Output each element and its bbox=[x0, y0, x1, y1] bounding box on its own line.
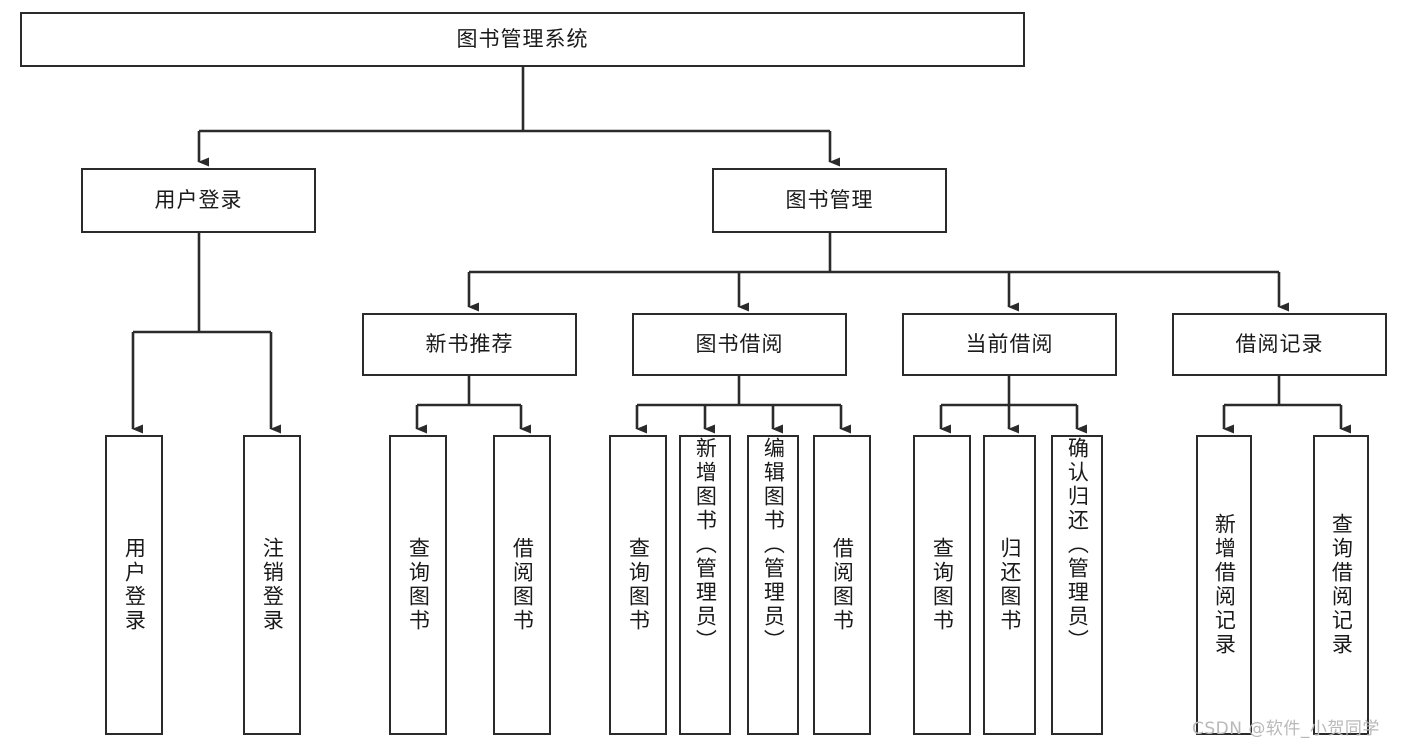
node-label: 图书借阅 bbox=[695, 331, 784, 356]
node-label: 编辑图书（管理员） bbox=[761, 437, 786, 653]
node-new-book-recommend[interactable]: 新书推荐 bbox=[362, 313, 577, 376]
leaf-record-query-record[interactable]: 查询借阅记录 bbox=[1313, 435, 1369, 735]
node-label: 借阅记录 bbox=[1235, 331, 1324, 356]
node-label: 查询图书 bbox=[930, 537, 955, 633]
node-label: 当前借阅 bbox=[965, 331, 1054, 356]
leaf-user-login-logout[interactable]: 注销登录 bbox=[243, 435, 301, 735]
node-user-login[interactable]: 用户登录 bbox=[81, 168, 316, 233]
node-label: 新书推荐 bbox=[425, 331, 514, 356]
leaf-current-confirm-return-admin[interactable]: 确认归还（管理员） bbox=[1051, 435, 1103, 735]
node-label: 查询借阅记录 bbox=[1329, 513, 1354, 657]
node-label: 归还图书 bbox=[997, 537, 1022, 633]
leaf-newbook-query-book[interactable]: 查询图书 bbox=[389, 435, 447, 735]
node-label: 用户登录 bbox=[154, 187, 243, 212]
leaf-current-return-book[interactable]: 归还图书 bbox=[983, 435, 1036, 735]
node-label: 新增图书（管理员） bbox=[693, 437, 718, 653]
leaf-user-login-login[interactable]: 用户登录 bbox=[105, 435, 163, 735]
node-label: 确认归还（管理员） bbox=[1065, 437, 1090, 653]
node-label: 图书管理系统 bbox=[456, 26, 589, 51]
leaf-record-add-record[interactable]: 新增借阅记录 bbox=[1196, 435, 1252, 735]
node-book-borrow[interactable]: 图书借阅 bbox=[632, 313, 847, 376]
node-label: 查询图书 bbox=[626, 537, 651, 633]
leaf-borrow-borrow-book[interactable]: 借阅图书 bbox=[813, 435, 871, 735]
node-label: 借阅图书 bbox=[830, 537, 855, 633]
node-book-management[interactable]: 图书管理 bbox=[712, 168, 947, 233]
node-label: 图书管理 bbox=[785, 187, 874, 212]
leaf-current-query-book[interactable]: 查询图书 bbox=[913, 435, 971, 735]
node-label: 新增借阅记录 bbox=[1212, 513, 1237, 657]
node-borrow-record[interactable]: 借阅记录 bbox=[1172, 313, 1387, 376]
node-book-management-system[interactable]: 图书管理系统 bbox=[20, 12, 1025, 67]
node-label: 用户登录 bbox=[122, 537, 147, 633]
node-label: 查询图书 bbox=[406, 537, 431, 633]
leaf-newbook-borrow-book[interactable]: 借阅图书 bbox=[493, 435, 551, 735]
leaf-borrow-edit-book-admin[interactable]: 编辑图书（管理员） bbox=[747, 435, 799, 735]
node-current-borrow[interactable]: 当前借阅 bbox=[902, 313, 1117, 376]
node-label: 借阅图书 bbox=[510, 537, 535, 633]
leaf-borrow-add-book-admin[interactable]: 新增图书（管理员） bbox=[679, 435, 731, 735]
node-label: 注销登录 bbox=[260, 537, 285, 633]
leaf-borrow-query-book[interactable]: 查询图书 bbox=[609, 435, 667, 735]
